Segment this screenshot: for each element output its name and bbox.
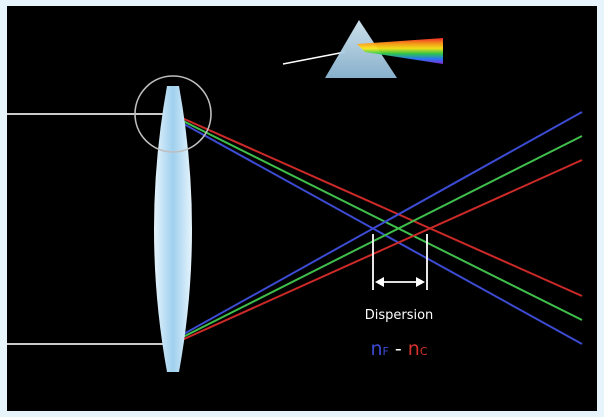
prism-body [325, 20, 397, 78]
prism-rainbow-icon [282, 20, 443, 78]
n-f-main: n [370, 338, 383, 360]
diagram-frame: Dispersion nF - nC [7, 6, 597, 411]
dispersed-rays [172, 111, 583, 345]
blue-ray-bottom [172, 111, 583, 341]
n-c-symbol: nC [408, 338, 428, 360]
n-f-subscript: F [382, 345, 389, 358]
n-f-symbol: nF [370, 338, 388, 360]
dispersion-arrowhead-left [375, 277, 384, 287]
blue-ray-top [172, 117, 583, 345]
dispersion-label: Dispersion [364, 308, 434, 323]
magnifier-circle-icon [134, 75, 212, 153]
prism-incident-beam [282, 51, 346, 65]
n-c-main: n [407, 338, 420, 360]
green-ray-bottom [172, 135, 583, 343]
dispersion-arrowhead-right [416, 277, 425, 287]
red-ray-bottom [172, 159, 583, 345]
prism-rainbow-beam [357, 38, 443, 64]
dispersion-marker [372, 234, 428, 290]
red-ray-top [172, 113, 583, 297]
biconvex-lens-icon [154, 86, 192, 372]
dispersion-formula: nF - nC [355, 338, 443, 360]
dispersion-diagram [7, 20, 583, 372]
n-c-subscript: C [419, 345, 428, 358]
green-ray-top [172, 115, 583, 321]
formula-separator: - [388, 338, 408, 360]
